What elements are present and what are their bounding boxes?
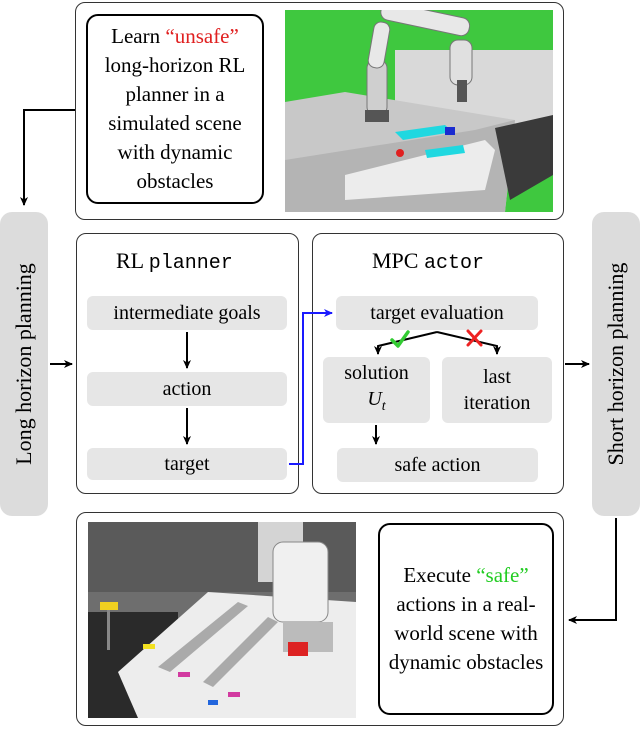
simulation-scene-image	[285, 10, 553, 212]
last-iteration-box: last iteration	[442, 357, 552, 423]
short-horizon-planning-label: Short horizon planning	[592, 212, 640, 516]
rl-planner-title: RL planner	[116, 248, 233, 275]
bottom-text-prefix: Execute	[403, 563, 477, 587]
check-icon	[390, 330, 410, 348]
mpc-actor-title: MPC actor	[372, 248, 484, 275]
top-text-prefix: Learn	[111, 24, 166, 48]
arrow-top-to-long-horizon	[20, 109, 75, 206]
arrow-evaluation-to-last-iteration	[436, 331, 501, 355]
safe-highlight: “safe”	[476, 563, 529, 587]
arrow-evaluation-to-solution	[374, 331, 438, 355]
arrow-short-horizon-to-bottom	[568, 518, 617, 624]
top-description: Learn “unsafe” long-horizon RL planner i…	[86, 14, 264, 204]
target-evaluation-box: target evaluation	[336, 296, 538, 330]
intermediate-goals-box: intermediate goals	[87, 296, 287, 330]
unsafe-highlight: “unsafe”	[165, 24, 239, 48]
bottom-text-rest: actions in a real-world scene with dynam…	[388, 592, 544, 674]
safe-action-box: safe action	[337, 448, 538, 482]
cross-icon	[466, 329, 483, 347]
bottom-description: Execute “safe” actions in a real-world s…	[378, 523, 554, 715]
long-horizon-planning-label: Long horizon planning	[0, 212, 48, 516]
arrow-target-to-evaluation	[289, 309, 333, 465]
target-box: target	[87, 448, 287, 480]
top-text-rest: long-horizon RL planner in a simulated s…	[104, 53, 246, 193]
solution-box: solution Ut	[323, 357, 430, 423]
action-box: action	[87, 372, 287, 406]
real-world-scene-image	[88, 522, 356, 718]
